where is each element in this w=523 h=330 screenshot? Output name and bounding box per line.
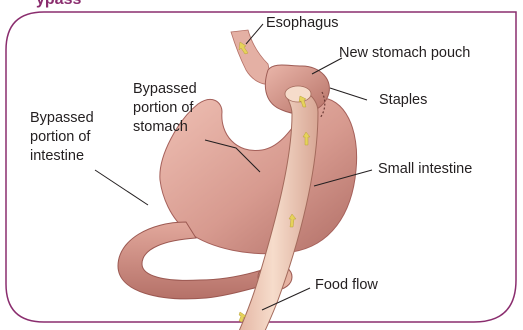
label-esophagus: Esophagus xyxy=(266,14,339,33)
leader-bypassed-intestine xyxy=(95,170,148,205)
label-new-stomach-pouch: New stomach pouch xyxy=(339,44,470,63)
label-small-intestine: Small intestine xyxy=(378,160,472,179)
header-partial-title: ypass xyxy=(36,0,81,9)
label-staples: Staples xyxy=(379,91,427,110)
label-bypassed-stomach: Bypassed portion of stomach xyxy=(133,80,197,137)
leader-new-stomach-pouch xyxy=(312,58,342,74)
label-bypassed-intestine: Bypassed portion of intestine xyxy=(30,109,94,166)
leader-staples xyxy=(330,88,367,100)
label-food-flow: Food flow xyxy=(315,276,378,295)
